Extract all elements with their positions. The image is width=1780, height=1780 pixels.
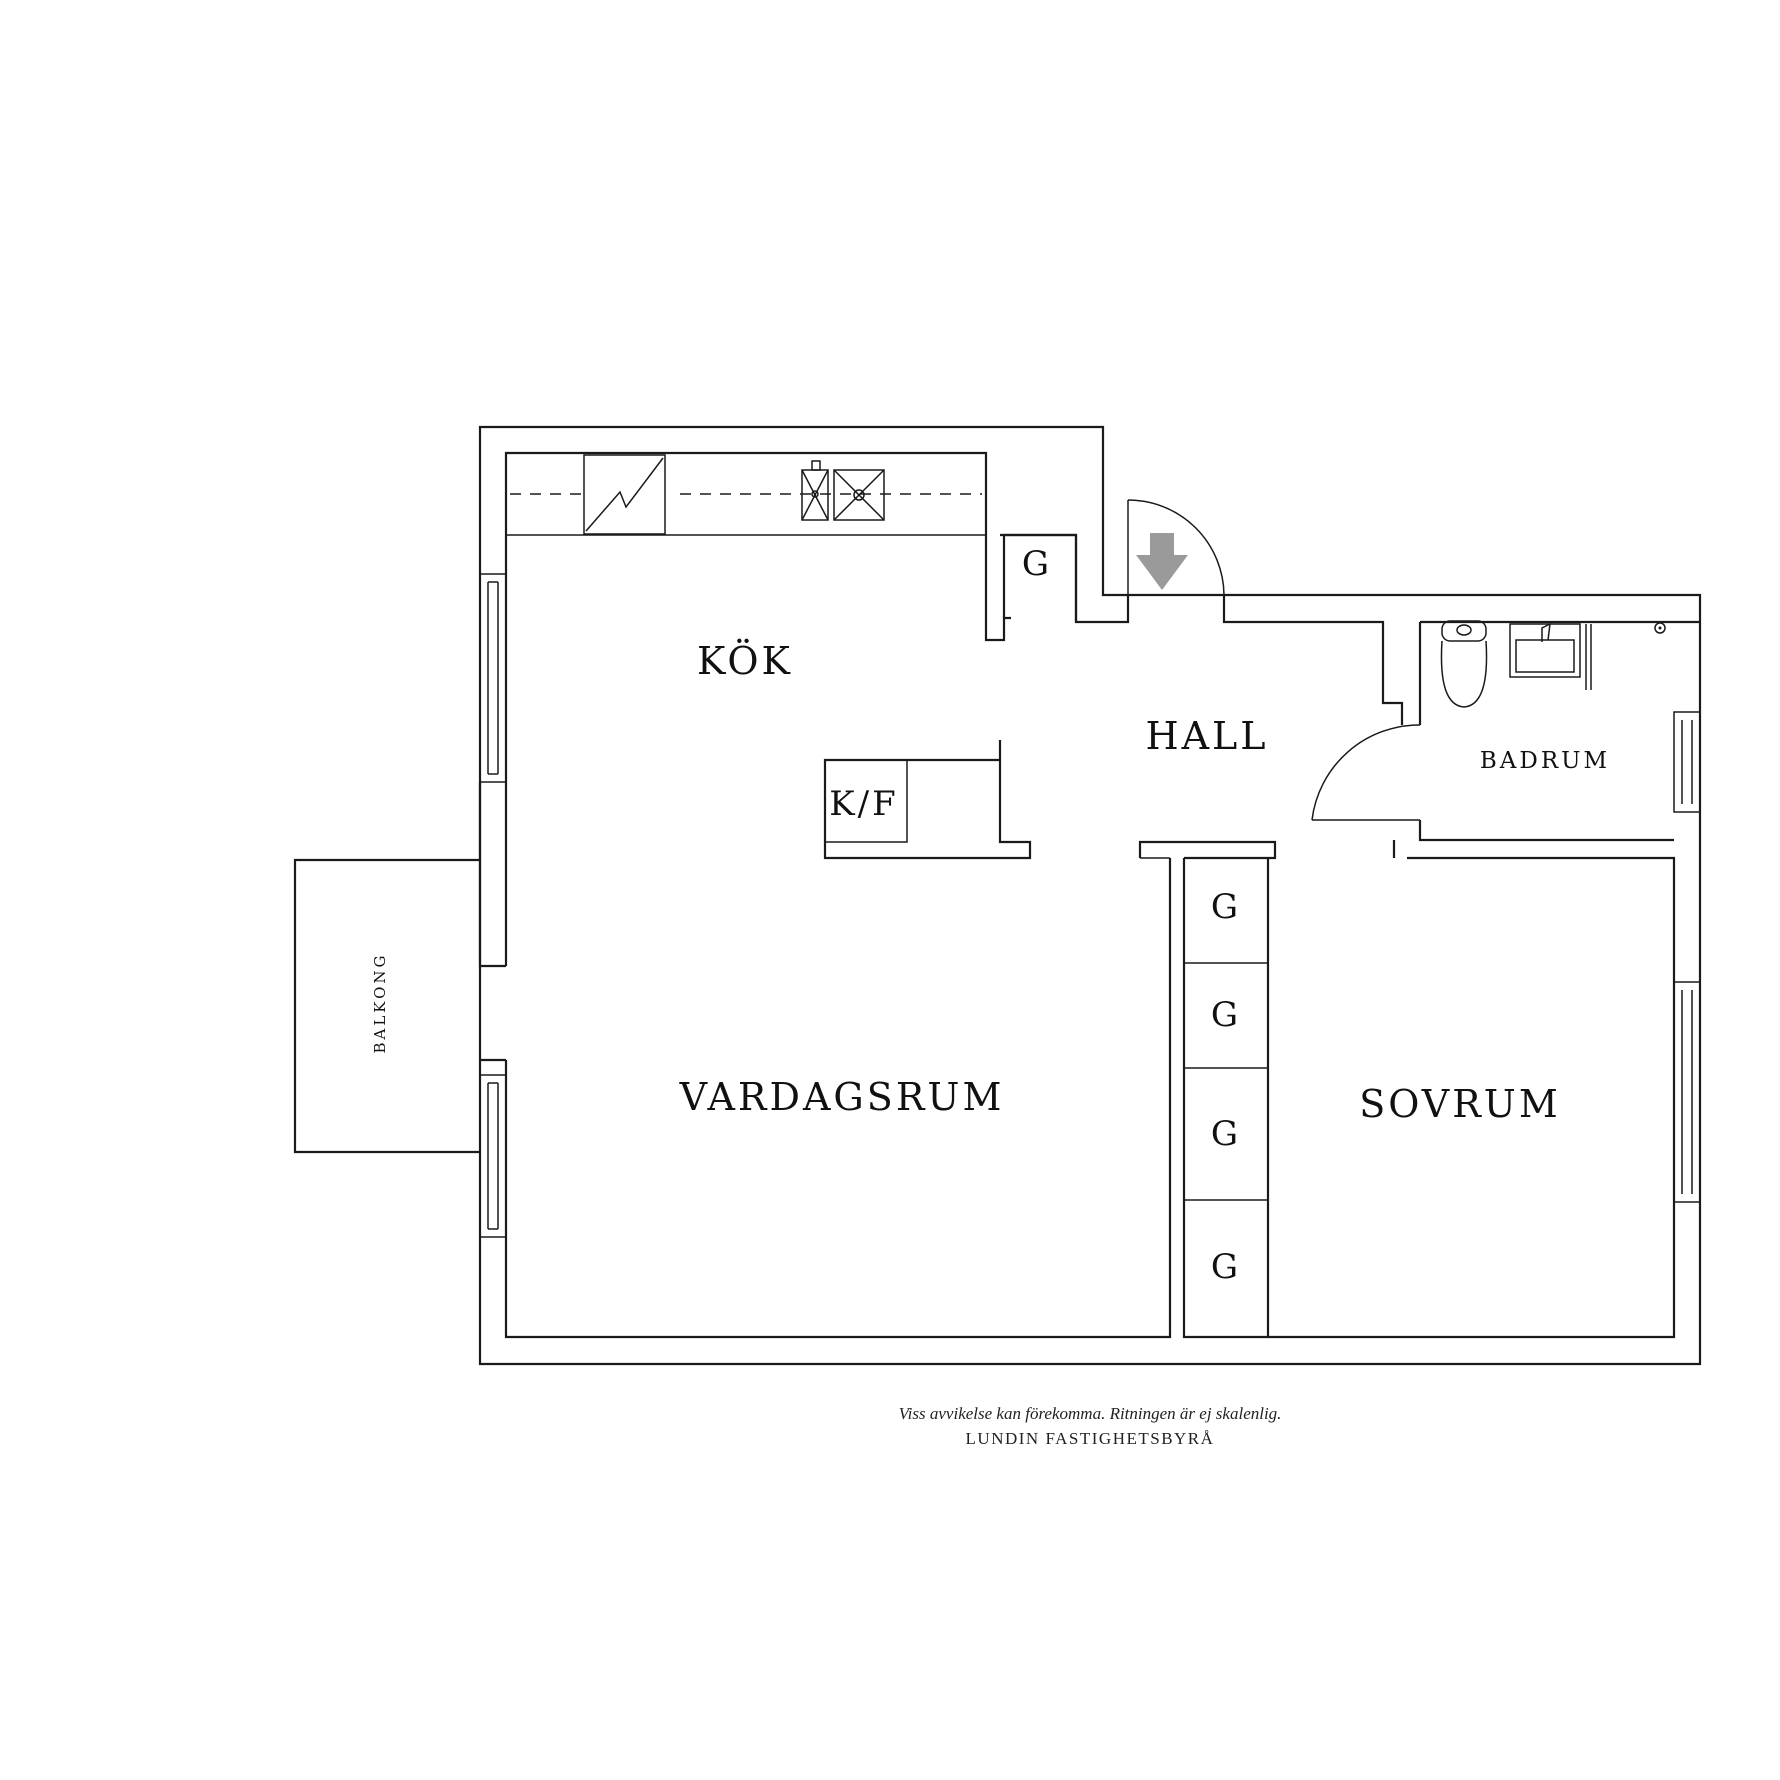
window-bathroom-right — [1673, 711, 1701, 813]
kitchen-counter — [505, 452, 987, 536]
balcony-outline — [293, 858, 480, 1154]
stove-icon — [833, 469, 885, 521]
kitchen-inner-wall — [504, 451, 1011, 966]
entrance-door[interactable] — [1127, 499, 1225, 596]
sink-icon — [801, 460, 829, 521]
kitchen-wardrobe: G — [1002, 533, 1078, 622]
fridge-freezer: K/F — [823, 740, 1032, 860]
hall-wardrobes — [1138, 840, 1277, 1339]
window-bedroom-right — [1673, 981, 1701, 1203]
wardrobe-label-3: G — [1211, 1114, 1241, 1154]
hall-label: HALL — [1145, 714, 1268, 758]
window-living-left — [479, 1074, 507, 1238]
window-kitchen-left — [479, 573, 507, 783]
toilet-icon — [1440, 620, 1488, 708]
disclaimer-text: Viss avvikelse kan förekomma. Ritningen … — [899, 1404, 1282, 1423]
bathroom-shelf — [1585, 622, 1666, 690]
entrance-arrow-icon — [1136, 533, 1188, 590]
dishwasher-icon — [583, 454, 666, 535]
wall-below-window — [478, 782, 506, 968]
storage-wall — [1000, 533, 1130, 624]
bathroom-walls — [1392, 620, 1700, 858]
fridge-freezer-label: K/F — [829, 784, 898, 824]
wardrobe-label-2: G — [1211, 995, 1241, 1035]
balcony-label: BALKONG — [371, 952, 389, 1053]
washbasin-icon — [1509, 622, 1581, 678]
hall-top-wall — [1222, 595, 1404, 725]
agency-name: LUNDIN FASTIGHETSBYRÅ — [966, 1429, 1215, 1448]
kitchen-label: KÖK — [697, 639, 793, 683]
living-room-label: VARDAGSRUM — [679, 1075, 1005, 1119]
outer-wall-outline — [478, 425, 1702, 1366]
wardrobe-label-1: G — [1211, 887, 1241, 927]
bathroom-label: BADRUM — [1480, 748, 1610, 774]
kitchen-wardrobe-label: G — [1022, 544, 1052, 584]
wardrobe-label-4: G — [1211, 1247, 1241, 1287]
bathroom-door[interactable] — [1311, 724, 1421, 821]
bedroom-label: SOVRUM — [1359, 1082, 1561, 1126]
